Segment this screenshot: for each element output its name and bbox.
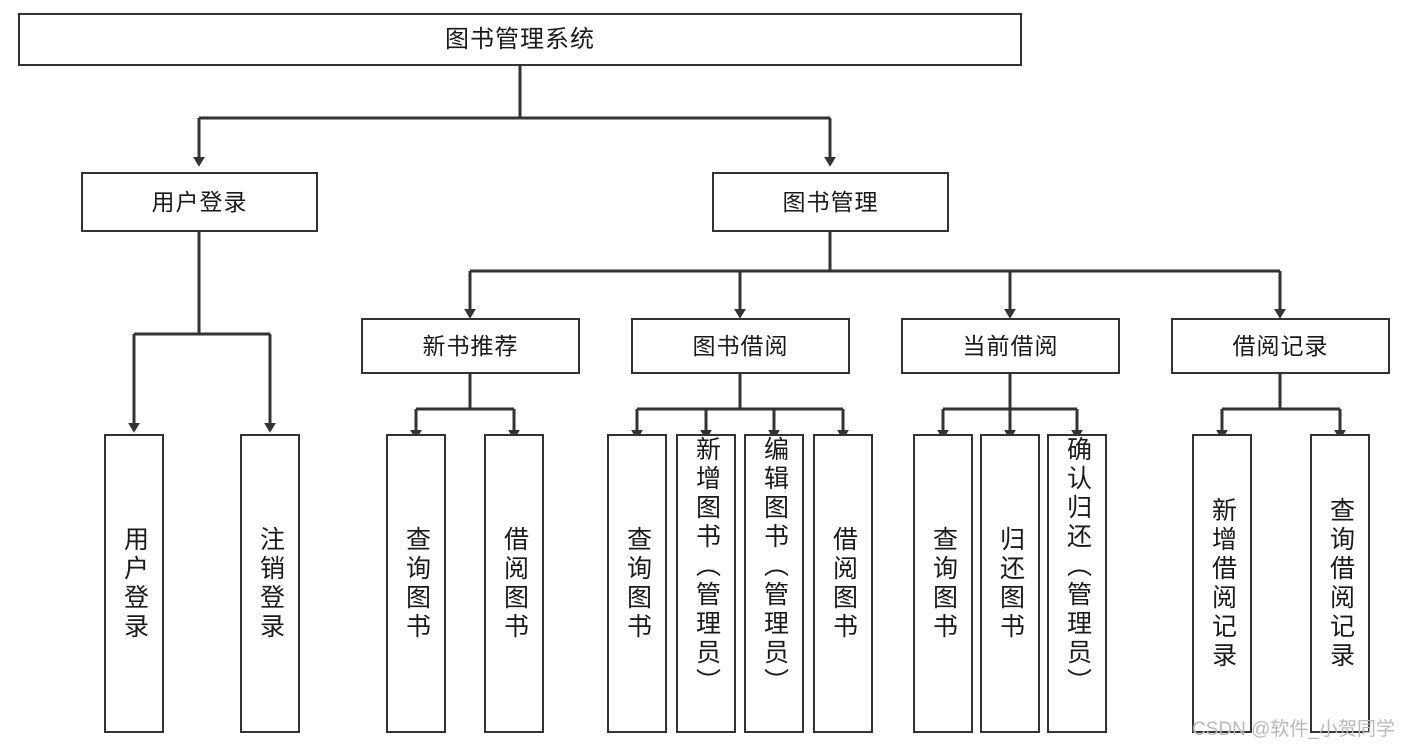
- leaf-br-query-record[interactable]: 查询借阅记录: [1310, 434, 1370, 733]
- leaf-bb-query-book[interactable]: 查询图书: [607, 434, 667, 733]
- node-label: 用户登录: [151, 188, 248, 215]
- node-user-login[interactable]: 用户登录: [81, 172, 318, 232]
- leaf-cb-confirm-return-admin[interactable]: 确认归还（管理员）: [1047, 434, 1107, 733]
- node-label: 借阅图书: [500, 525, 529, 642]
- node-current-borrow[interactable]: 当前借阅: [901, 318, 1120, 374]
- leaf-nb-borrow-book[interactable]: 借阅图书: [484, 434, 544, 733]
- node-label: 查询图书: [402, 525, 431, 642]
- leaf-user-login[interactable]: 用户登录: [104, 434, 164, 733]
- node-label: 新增借阅记录: [1208, 496, 1237, 671]
- leaf-logout[interactable]: 注销登录: [240, 434, 300, 733]
- node-label: 编辑图书（管理员）: [760, 436, 789, 697]
- csdn-watermark: CSDN @软件_小贺同学: [1192, 719, 1395, 740]
- leaf-br-add-record[interactable]: 新增借阅记录: [1192, 434, 1252, 733]
- node-book-borrow[interactable]: 图书借阅: [631, 318, 850, 374]
- leaf-bb-edit-book-admin[interactable]: 编辑图书（管理员）: [744, 434, 804, 733]
- node-label: 新增图书（管理员）: [692, 436, 721, 697]
- node-label: 注销登录: [256, 525, 285, 642]
- node-label: 归还图书: [996, 525, 1025, 642]
- leaf-bb-borrow-book[interactable]: 借阅图书: [813, 434, 873, 733]
- node-label: 用户登录: [120, 525, 149, 642]
- node-book-management[interactable]: 图书管理: [712, 172, 949, 232]
- node-label: 借阅记录: [1232, 332, 1329, 359]
- node-root-book-management-system[interactable]: 图书管理系统: [18, 13, 1022, 66]
- node-label: 查询图书: [929, 525, 958, 642]
- node-label: 新书推荐: [422, 332, 519, 359]
- node-label: 图书管理系统: [445, 25, 595, 53]
- node-label: 当前借阅: [962, 332, 1059, 359]
- node-borrow-record[interactable]: 借阅记录: [1171, 318, 1390, 374]
- node-label: 图书管理: [782, 188, 879, 215]
- node-new-book-recommend[interactable]: 新书推荐: [361, 318, 580, 374]
- node-label: 借阅图书: [829, 525, 858, 642]
- leaf-bb-add-book-admin[interactable]: 新增图书（管理员）: [676, 434, 736, 733]
- leaf-cb-return-book[interactable]: 归还图书: [980, 434, 1040, 733]
- node-label: 图书借阅: [692, 332, 789, 359]
- leaf-cb-query-book[interactable]: 查询图书: [913, 434, 973, 733]
- leaf-nb-query-book[interactable]: 查询图书: [386, 434, 446, 733]
- node-label: 查询图书: [623, 525, 652, 642]
- node-label: 查询借阅记录: [1326, 496, 1355, 671]
- node-label: 确认归还（管理员）: [1063, 436, 1092, 697]
